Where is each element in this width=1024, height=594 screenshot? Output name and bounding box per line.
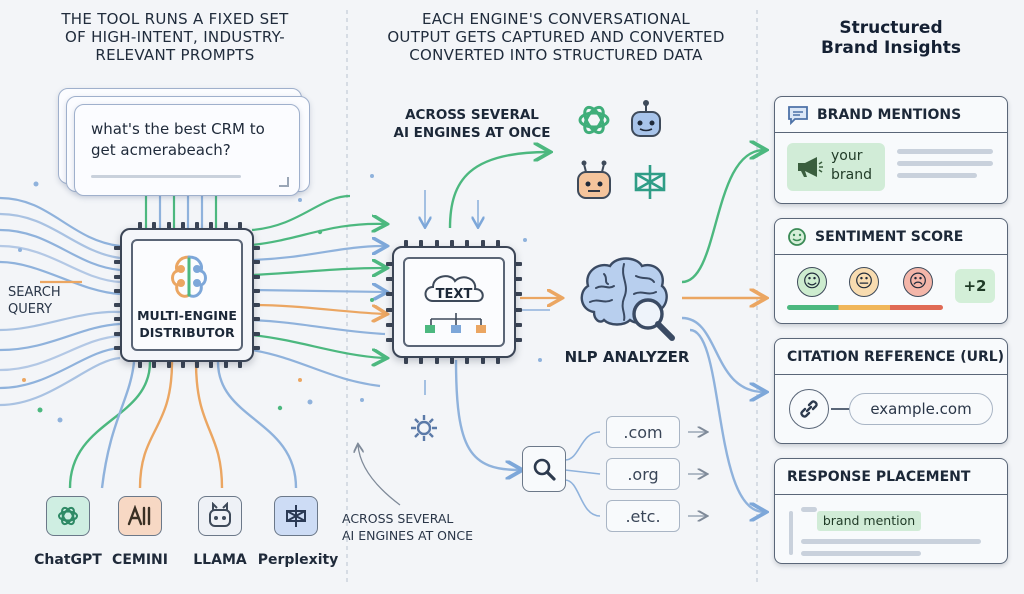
engines-annotation-bottom: ACROSS SEVERAL AI ENGINES AT ONCE bbox=[342, 511, 473, 543]
tld-com: .com bbox=[606, 416, 680, 448]
smile-icon bbox=[788, 227, 806, 246]
search-icon bbox=[533, 458, 556, 481]
caption-prompts: The tool runs a fixed set of high-intent… bbox=[61, 10, 289, 64]
link-icon bbox=[800, 400, 818, 418]
brain-circuit-icon bbox=[171, 255, 207, 298]
engine-label-chatgpt: ChatGPT bbox=[34, 552, 102, 568]
engine-label-llama: LLAMA bbox=[193, 552, 247, 568]
distributor-pins-right bbox=[252, 246, 260, 350]
brand-mentions-card: BRAND MENTIONS your brand bbox=[774, 96, 1008, 204]
placement-marker bbox=[789, 511, 793, 555]
blue-robot-icon bbox=[631, 100, 661, 137]
multi-engine-distributor: MULTI-ENGINE DISTRIBUTOR bbox=[120, 228, 254, 362]
citation-connector bbox=[831, 408, 849, 410]
search-query-label: SEARCH QUERY bbox=[8, 285, 61, 317]
prompt-corner bbox=[279, 177, 289, 187]
your-brand-text: your brand bbox=[831, 148, 872, 183]
text-chip-pins-bottom bbox=[404, 356, 500, 364]
distributor-pins-bottom bbox=[138, 360, 242, 368]
placeholder-line bbox=[801, 507, 817, 512]
perplexity-logo bbox=[274, 496, 318, 536]
citation-title: CITATION REFERENCE (URL) bbox=[787, 348, 1005, 365]
positive-face-icon: ☺ bbox=[797, 267, 827, 297]
tld-etc: .etc. bbox=[606, 500, 680, 532]
neutral-face-icon: 😐 bbox=[849, 267, 879, 297]
text-chip-label: TEXT bbox=[435, 287, 473, 302]
distributor-pins-left bbox=[114, 246, 122, 350]
placeholder-line bbox=[897, 149, 993, 154]
tld-org: .org bbox=[606, 458, 680, 490]
sentiment-bar bbox=[787, 305, 943, 310]
placeholder-line bbox=[897, 161, 993, 166]
sentiment-score-badge: +2 bbox=[955, 269, 995, 303]
gear-icon bbox=[411, 415, 437, 441]
brand-mentions-title: BRAND MENTIONS bbox=[817, 106, 962, 123]
citation-url: example.com bbox=[849, 393, 993, 425]
openai-icon bbox=[58, 506, 78, 526]
sentiment-score-card: SENTIMENT SCORE ☺ 😐 ☹ +2 bbox=[774, 218, 1008, 324]
negative-face-icon: ☹ bbox=[903, 267, 933, 297]
caption-conversion: Each engine's conversational output gets… bbox=[387, 10, 725, 64]
cloud-icon bbox=[424, 275, 484, 302]
your-brand-tag: your brand bbox=[787, 143, 885, 191]
distributor-pins-top bbox=[138, 222, 242, 230]
perplexity-icon bbox=[286, 505, 306, 527]
brand-mention-highlight: brand mention bbox=[817, 511, 921, 531]
link-circle bbox=[789, 389, 829, 429]
chatgpt-logo bbox=[46, 496, 90, 536]
prompt-text: what's the best CRM to get acmerabeach? bbox=[91, 120, 265, 159]
openai-engine-icon bbox=[578, 105, 610, 135]
placement-title: RESPONSE PLACEMENT bbox=[787, 468, 971, 485]
engine-label-cemini: CEMINI bbox=[112, 552, 168, 568]
prompt-line bbox=[91, 175, 241, 178]
text-chip-pins-top bbox=[404, 240, 500, 248]
placeholder-line bbox=[801, 539, 981, 544]
placeholder-line bbox=[801, 551, 921, 556]
engines-annotation-top: ACROSS SEVERAL AI ENGINES AT ONCE bbox=[393, 107, 551, 141]
citation-header: CITATION REFERENCE (URL) bbox=[775, 339, 1007, 375]
megaphone-icon bbox=[798, 157, 823, 177]
placeholder-line bbox=[897, 173, 977, 178]
text-chip-pins-right bbox=[514, 262, 522, 342]
distributor-core: MULTI-ENGINE DISTRIBUTOR bbox=[131, 239, 243, 351]
response-placement-card: RESPONSE PLACEMENT brand mention bbox=[774, 458, 1008, 564]
citation-reference-card: CITATION REFERENCE (URL) example.com bbox=[774, 338, 1008, 444]
brain-magnifier-icon bbox=[580, 257, 675, 341]
cemini-logo bbox=[118, 496, 162, 536]
engine-label-perplexity: Perplexity bbox=[257, 552, 339, 568]
prompt-card: what's the best CRM to get acmerabeach? bbox=[74, 104, 300, 196]
anthropic-icon bbox=[127, 505, 151, 526]
sentiment-header: SENTIMENT SCORE bbox=[775, 219, 1007, 255]
text-converter-chip: TEXT bbox=[392, 246, 516, 358]
distributor-label: MULTI-ENGINE DISTRIBUTOR bbox=[137, 308, 237, 340]
orange-robot-icon bbox=[577, 160, 611, 199]
sentiment-title: SENTIMENT SCORE bbox=[815, 228, 964, 245]
robot-icon bbox=[209, 502, 231, 527]
chat-bubble-icon bbox=[788, 105, 808, 125]
llama-logo bbox=[198, 496, 242, 536]
text-chip-core: TEXT bbox=[403, 257, 505, 347]
caption-insights: Structured Brand Insights bbox=[821, 18, 961, 58]
flow-nodes-icon bbox=[425, 313, 486, 333]
search-box bbox=[522, 446, 566, 492]
perplexity-engine-icon bbox=[634, 165, 666, 199]
nlp-analyzer-label: NLP ANALYZER bbox=[564, 348, 690, 366]
placement-header: RESPONSE PLACEMENT bbox=[775, 459, 1007, 495]
brand-mentions-header: BRAND MENTIONS bbox=[775, 97, 1007, 133]
text-chip-pins-left bbox=[386, 262, 394, 342]
